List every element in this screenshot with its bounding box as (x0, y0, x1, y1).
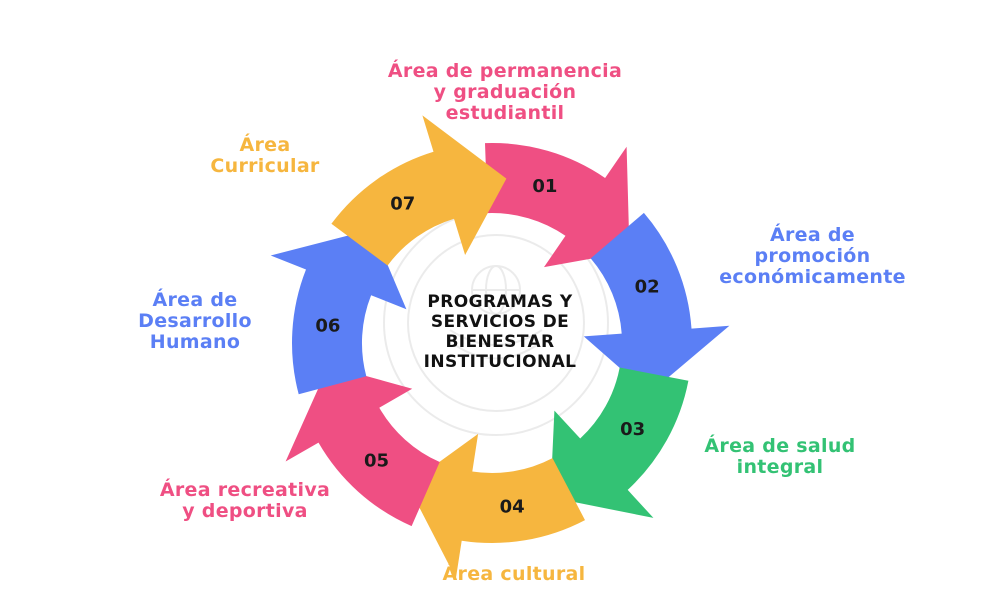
center-title-line: INSTITUCIONAL (423, 352, 577, 372)
step-number-01: 01 (532, 176, 557, 197)
step-label-line: Área recreativa (159, 479, 331, 501)
step-label-01: Área de permanencia y graduación estudia… (360, 61, 650, 124)
step-label-05: Área recreativa y deportiva (140, 480, 350, 522)
step-label-04: Área cultural (414, 564, 614, 585)
cycle-arrow-02 (583, 212, 730, 394)
cycle-arrow-05 (285, 365, 440, 527)
step-label-line: Área de salud (704, 435, 856, 457)
step-label-line: y graduación (433, 81, 577, 103)
step-label-line: estudiantil (445, 102, 565, 124)
step-label-07: Área Curricular (185, 135, 345, 177)
step-label-line: Área (239, 134, 291, 156)
step-label-line: promoción (754, 245, 871, 267)
step-number-05: 05 (364, 450, 389, 471)
step-number-04: 04 (500, 496, 525, 517)
center-title: PROGRAMAS Y SERVICIOS DE BIENESTAR INSTI… (380, 292, 620, 372)
cycle-arrow-04 (407, 433, 585, 579)
step-label-line: Área de permanencia (387, 60, 623, 82)
step-label-line: Curricular (210, 155, 320, 177)
step-label-line: Área cultural (442, 563, 586, 585)
step-number-07: 07 (390, 194, 415, 215)
step-label-02: Área de promoción económicamente (690, 225, 935, 288)
step-label-line: y deportiva (182, 500, 308, 522)
cycle-arrow-01 (485, 142, 630, 268)
step-number-02: 02 (635, 277, 660, 298)
cycle-arrow-03 (550, 367, 689, 518)
center-title-line: PROGRAMAS Y (427, 292, 573, 312)
step-label-line: Área de (152, 289, 238, 311)
step-label-line: integral (736, 456, 824, 478)
step-number-06: 06 (315, 316, 340, 337)
center-title-line: SERVICIOS DE (430, 312, 570, 332)
step-label-line: Desarrollo (138, 310, 252, 332)
step-label-line: Humano (149, 331, 241, 353)
step-label-line: Área de (770, 224, 855, 246)
cycle-arrow-07 (331, 115, 507, 266)
cycle-arrow-06 (270, 229, 407, 395)
step-label-line: económicamente (719, 266, 906, 288)
step-label-06: Área de Desarrollo Humano (115, 290, 275, 353)
step-label-03: Área de salud integral (680, 436, 880, 478)
step-number-03: 03 (620, 419, 645, 440)
center-title-line: BIENESTAR (445, 332, 555, 352)
